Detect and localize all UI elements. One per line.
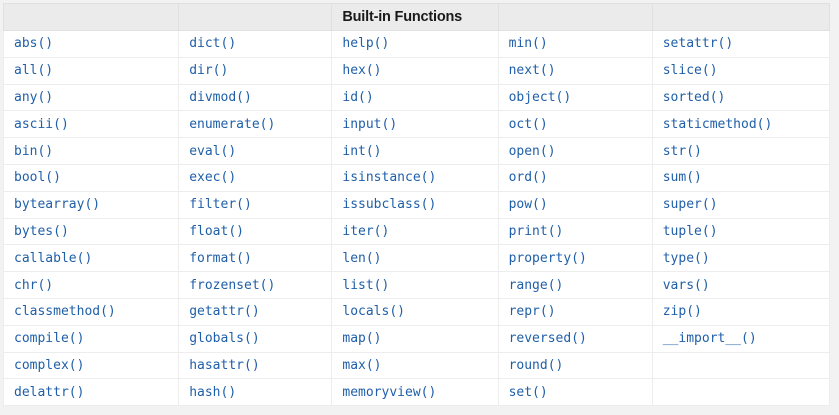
builtin-function-link[interactable]: hash() [178, 378, 333, 407]
builtin-function-link[interactable]: sum() [651, 163, 831, 192]
builtin-function-link[interactable]: complex() [2, 351, 180, 380]
table-row: callable()format()len()property()type() [2, 244, 831, 273]
builtin-function-link[interactable]: dict() [178, 30, 333, 58]
builtin-function-link[interactable]: memoryview() [331, 378, 499, 407]
builtin-function-link[interactable]: compile() [2, 324, 180, 353]
builtin-function-link[interactable]: round() [497, 351, 653, 380]
builtin-function-link[interactable]: bin() [2, 137, 180, 165]
table-header-cell-empty [178, 3, 333, 31]
table-body: abs()dict()help()min()setattr()all()dir(… [2, 30, 831, 407]
table-cell-empty [651, 378, 831, 407]
builtin-function-link[interactable]: ascii() [2, 110, 180, 139]
builtin-function-link[interactable]: object() [497, 83, 653, 112]
builtin-function-link[interactable]: any() [2, 83, 180, 112]
builtin-function-link[interactable]: type() [651, 244, 831, 273]
builtin-function-link[interactable]: globals() [178, 324, 333, 353]
table-row: ascii()enumerate()input()oct()staticmeth… [2, 110, 831, 139]
builtin-function-link[interactable]: all() [2, 56, 180, 85]
builtin-function-link[interactable]: map() [331, 324, 499, 353]
builtin-function-link[interactable]: format() [178, 244, 333, 273]
builtin-function-link[interactable]: range() [497, 271, 653, 299]
builtin-function-link[interactable]: divmod() [178, 83, 333, 112]
builtin-function-link[interactable]: vars() [651, 271, 831, 299]
builtin-function-link[interactable]: enumerate() [178, 110, 333, 139]
builtin-function-link[interactable]: list() [331, 271, 499, 299]
builtin-function-link[interactable]: pow() [497, 190, 653, 219]
builtin-function-link[interactable]: frozenset() [178, 271, 333, 299]
builtin-function-link[interactable]: __import__() [651, 324, 831, 353]
table-row: any()divmod()id()object()sorted() [2, 83, 831, 112]
builtin-function-link[interactable]: reversed() [497, 324, 653, 353]
table-row: compile()globals()map()reversed()__impor… [2, 324, 831, 353]
builtin-function-link[interactable]: hex() [331, 56, 499, 85]
table-row: complex()hasattr()max()round() [2, 351, 831, 380]
builtin-function-link[interactable]: chr() [2, 271, 180, 299]
table-header-cell-empty [651, 3, 831, 31]
table-row: bytes()float()iter()print()tuple() [2, 217, 831, 246]
builtin-function-link[interactable]: iter() [331, 217, 499, 246]
table-row: abs()dict()help()min()setattr() [2, 30, 831, 58]
builtin-function-link[interactable]: open() [497, 137, 653, 165]
table-header-cell-empty [497, 3, 653, 31]
builtin-functions-table-container: Built-in Functions abs()dict()help()min(… [2, 3, 831, 407]
table-cell-empty [651, 351, 831, 380]
builtin-function-link[interactable]: isinstance() [331, 163, 499, 192]
builtin-function-link[interactable]: getattr() [178, 297, 333, 326]
table-header: Built-in Functions [2, 3, 831, 31]
table-header-title: Built-in Functions [331, 3, 499, 31]
builtin-function-link[interactable]: filter() [178, 190, 333, 219]
builtin-function-link[interactable]: bool() [2, 163, 180, 192]
builtin-function-link[interactable]: bytearray() [2, 190, 180, 219]
table-header-row: Built-in Functions [2, 3, 831, 31]
builtin-function-link[interactable]: zip() [651, 297, 831, 326]
builtin-function-link[interactable]: delattr() [2, 378, 180, 407]
builtin-function-link[interactable]: tuple() [651, 217, 831, 246]
builtin-function-link[interactable]: int() [331, 137, 499, 165]
builtin-function-link[interactable]: staticmethod() [651, 110, 831, 139]
builtin-function-link[interactable]: sorted() [651, 83, 831, 112]
builtin-function-link[interactable]: str() [651, 137, 831, 165]
builtin-function-link[interactable]: len() [331, 244, 499, 273]
builtin-function-link[interactable]: hasattr() [178, 351, 333, 380]
builtin-function-link[interactable]: locals() [331, 297, 499, 326]
builtin-function-link[interactable]: help() [331, 30, 499, 58]
builtin-function-link[interactable]: abs() [2, 30, 180, 58]
builtin-function-link[interactable]: super() [651, 190, 831, 219]
builtin-function-link[interactable]: id() [331, 83, 499, 112]
builtin-function-link[interactable]: print() [497, 217, 653, 246]
table-row: chr()frozenset()list()range()vars() [2, 271, 831, 299]
table-row: all()dir()hex()next()slice() [2, 56, 831, 85]
table-row: delattr()hash()memoryview()set() [2, 378, 831, 407]
builtin-function-link[interactable]: issubclass() [331, 190, 499, 219]
table-row: bin()eval()int()open()str() [2, 137, 831, 165]
builtin-function-link[interactable]: ord() [497, 163, 653, 192]
builtin-function-link[interactable]: eval() [178, 137, 333, 165]
table-row: bool()exec()isinstance()ord()sum() [2, 163, 831, 192]
builtin-function-link[interactable]: bytes() [2, 217, 180, 246]
builtin-function-link[interactable]: input() [331, 110, 499, 139]
builtin-function-link[interactable]: callable() [2, 244, 180, 273]
builtin-function-link[interactable]: exec() [178, 163, 333, 192]
builtin-functions-table: Built-in Functions abs()dict()help()min(… [2, 3, 831, 407]
table-row: classmethod()getattr()locals()repr()zip(… [2, 297, 831, 326]
builtin-function-link[interactable]: set() [497, 378, 653, 407]
builtin-function-link[interactable]: oct() [497, 110, 653, 139]
builtin-function-link[interactable]: dir() [178, 56, 333, 85]
builtin-function-link[interactable]: max() [331, 351, 499, 380]
builtin-function-link[interactable]: property() [497, 244, 653, 273]
builtin-function-link[interactable]: repr() [497, 297, 653, 326]
builtin-function-link[interactable]: float() [178, 217, 333, 246]
builtin-function-link[interactable]: classmethod() [2, 297, 180, 326]
table-row: bytearray()filter()issubclass()pow()supe… [2, 190, 831, 219]
builtin-function-link[interactable]: setattr() [651, 30, 831, 58]
table-header-cell-empty [2, 3, 180, 31]
builtin-function-link[interactable]: next() [497, 56, 653, 85]
builtin-function-link[interactable]: slice() [651, 56, 831, 85]
builtin-function-link[interactable]: min() [497, 30, 653, 58]
